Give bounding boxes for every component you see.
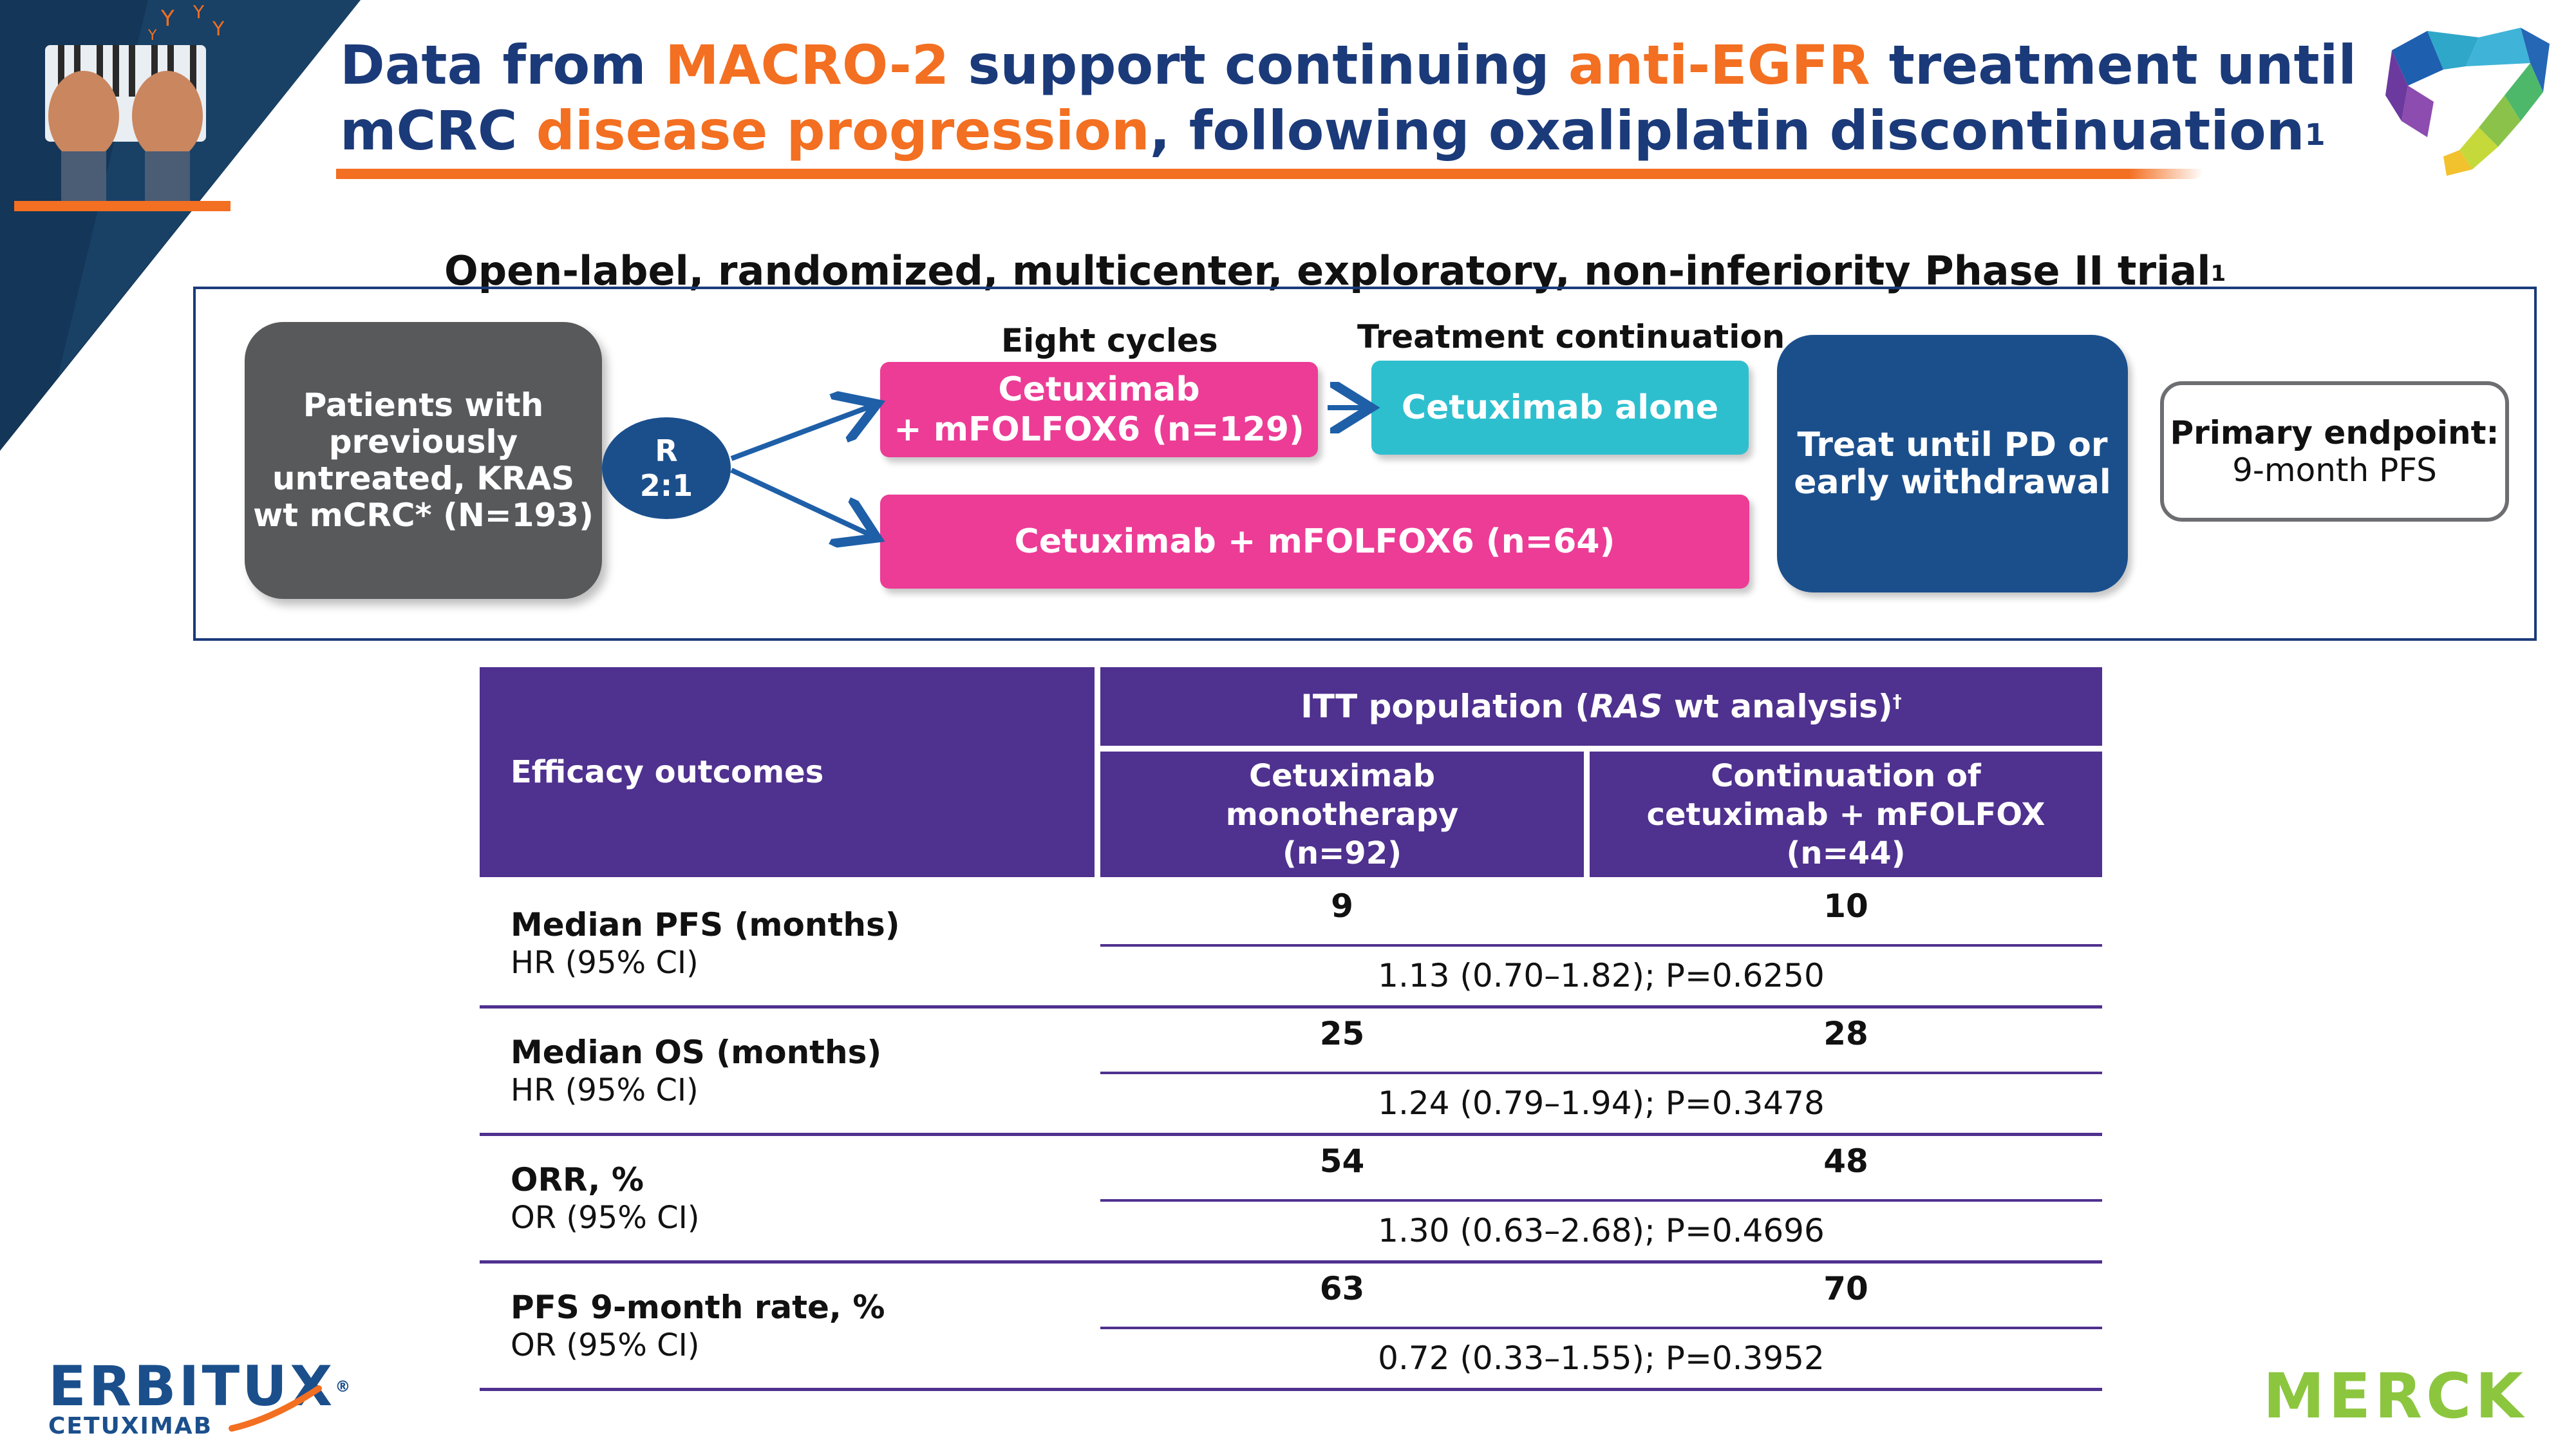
header-itt-text: wt analysis)	[1662, 688, 1893, 725]
arm1-line1: Cetuximab	[998, 370, 1200, 409]
title-text: treatment until	[1870, 33, 2357, 97]
row-sublabel: HR (95% CI)	[511, 945, 699, 981]
table-row: ORR, % OR (95% CI) 54 48 1.30 (0.63–2.68…	[480, 1136, 2102, 1264]
cell-stat: 0.72 (0.33–1.55); P=0.3952	[1378, 1340, 1825, 1377]
title-text: support continuing	[949, 33, 1568, 97]
erbitux-swoosh-icon	[229, 1385, 322, 1432]
table-row: Median OS (months) HR (95% CI) 25 28 1.2…	[480, 1009, 2102, 1136]
design-heading-text: Open-label, randomized, multicenter, exp…	[444, 247, 2211, 294]
header-itt-ras: RAS	[1590, 688, 1663, 725]
row-label: ORR, %	[511, 1161, 644, 1198]
colon-logo	[2385, 28, 2550, 176]
title-underline	[336, 169, 2203, 179]
cell-continuation: 48	[1823, 1142, 1868, 1180]
randomization-ratio: 2:1	[639, 468, 693, 503]
row-divider	[1100, 1327, 2102, 1329]
randomization-label: R	[655, 433, 678, 468]
svg-text:Y: Y	[147, 28, 157, 44]
header-col1-line: monotherapy	[1225, 796, 1459, 833]
erbitux-registered-mark: ®	[335, 1378, 353, 1396]
svg-text:Y: Y	[212, 18, 225, 41]
study-design-box	[193, 287, 2537, 641]
row-label: Median PFS (months)	[511, 906, 900, 943]
cell-continuation: 70	[1823, 1270, 1868, 1307]
header-col2-line: (n=44)	[1786, 835, 1906, 871]
eight-cycles-label: Eight cycles	[1001, 322, 1218, 359]
title-highlight-anti-egfr: anti-EGFR	[1568, 33, 1870, 97]
svg-text:Y: Y	[160, 6, 174, 32]
hands-on-keyboard-illustration: Y Y Y Y	[45, 1, 225, 203]
cell-continuation: 10	[1823, 887, 1868, 925]
patients-box: Patients with previously untreated, KRAS…	[245, 322, 602, 599]
arm2-box: Cetuximab + mFOLFOX6 (n=64)	[880, 495, 1749, 589]
row-border	[480, 1005, 2102, 1009]
header-col1-line: (n=92)	[1282, 835, 1402, 871]
title-highlight-macro2: MACRO-2	[664, 33, 950, 97]
cell-stat: 1.13 (0.70–1.82); P=0.6250	[1378, 957, 1825, 994]
arm1-induction-box: Cetuximab+ mFOLFOX6 (n=129)	[880, 362, 1318, 457]
cetuximab-wordmark: CETUXIMAB	[48, 1413, 213, 1439]
primary-endpoint-value: 9-month PFS	[2232, 451, 2437, 489]
row-sublabel: OR (95% CI)	[511, 1200, 700, 1236]
treat-until-pd-box: Treat until PD or early withdrawal	[1777, 335, 2128, 592]
design-heading-footnote-ref: 1	[2210, 261, 2226, 287]
row-divider	[1100, 1199, 2102, 1202]
arm1-continuation-box: Cetuximab alone	[1371, 361, 1749, 455]
slide-title: Data from MACRO-2 support continuing ant…	[340, 32, 2387, 164]
cell-monotherapy: 25	[1319, 1015, 1365, 1052]
title-footnote-ref: 1	[2304, 117, 2326, 152]
table-row: Median PFS (months) HR (95% CI) 9 10 1.1…	[480, 881, 2102, 1009]
row-sublabel: HR (95% CI)	[511, 1072, 699, 1108]
row-border	[480, 1260, 2102, 1264]
primary-endpoint-label: Primary endpoint:	[2170, 414, 2499, 451]
header-efficacy-outcomes: Efficacy outcomes	[480, 667, 1095, 877]
header-col1-line: Cetuximab	[1248, 757, 1436, 794]
design-heading: Open-label, randomized, multicenter, exp…	[444, 248, 2226, 294]
cell-stat: 1.30 (0.63–2.68); P=0.4696	[1378, 1212, 1825, 1249]
row-divider	[1100, 1072, 2102, 1074]
header-col2-line: cetuximab + mFOLFOX	[1646, 796, 2045, 833]
header-col2-line: Continuation of	[1711, 757, 1981, 794]
row-label: Median OS (months)	[511, 1034, 882, 1071]
corner-orange-rule	[14, 201, 230, 211]
cell-stat: 1.24 (0.79–1.94); P=0.3478	[1378, 1084, 1825, 1122]
row-border	[480, 1388, 2102, 1391]
table-row: PFS 9-month rate, % OR (95% CI) 63 70 0.…	[480, 1264, 2102, 1391]
title-text: Data from	[340, 33, 665, 97]
primary-endpoint-box: Primary endpoint:9-month PFS	[2160, 381, 2509, 522]
svg-text:Y: Y	[193, 1, 205, 23]
title-text: mCRC	[340, 99, 536, 162]
arm1-line2: + mFOLFOX6 (n=129)	[894, 410, 1304, 449]
treatment-continuation-label: Treatment continuation	[1357, 318, 1785, 355]
row-border	[480, 1133, 2102, 1136]
row-label: PFS 9-month rate, %	[511, 1289, 885, 1326]
header-itt-population: ITT population (RAS wt analysis)†	[1100, 667, 2102, 746]
cell-monotherapy: 9	[1331, 887, 1353, 925]
row-divider	[1100, 944, 2102, 947]
row-sublabel: OR (95% CI)	[511, 1327, 700, 1363]
corner-banner: Y Y Y Y	[0, 0, 361, 451]
cell-continuation: 28	[1823, 1015, 1868, 1052]
merck-logo: MERCK	[2263, 1360, 2527, 1432]
header-itt-text: ITT population (	[1301, 688, 1590, 725]
cell-monotherapy: 63	[1319, 1270, 1365, 1307]
title-text: , following oxaliplatin discontinuation	[1149, 99, 2305, 162]
title-highlight-disease-progression: disease progression	[536, 99, 1150, 162]
header-itt-footnote-ref: †	[1892, 690, 1902, 712]
cell-monotherapy: 54	[1319, 1142, 1365, 1180]
efficacy-table: Efficacy outcomes ITT population (RAS wt…	[480, 667, 2102, 1391]
